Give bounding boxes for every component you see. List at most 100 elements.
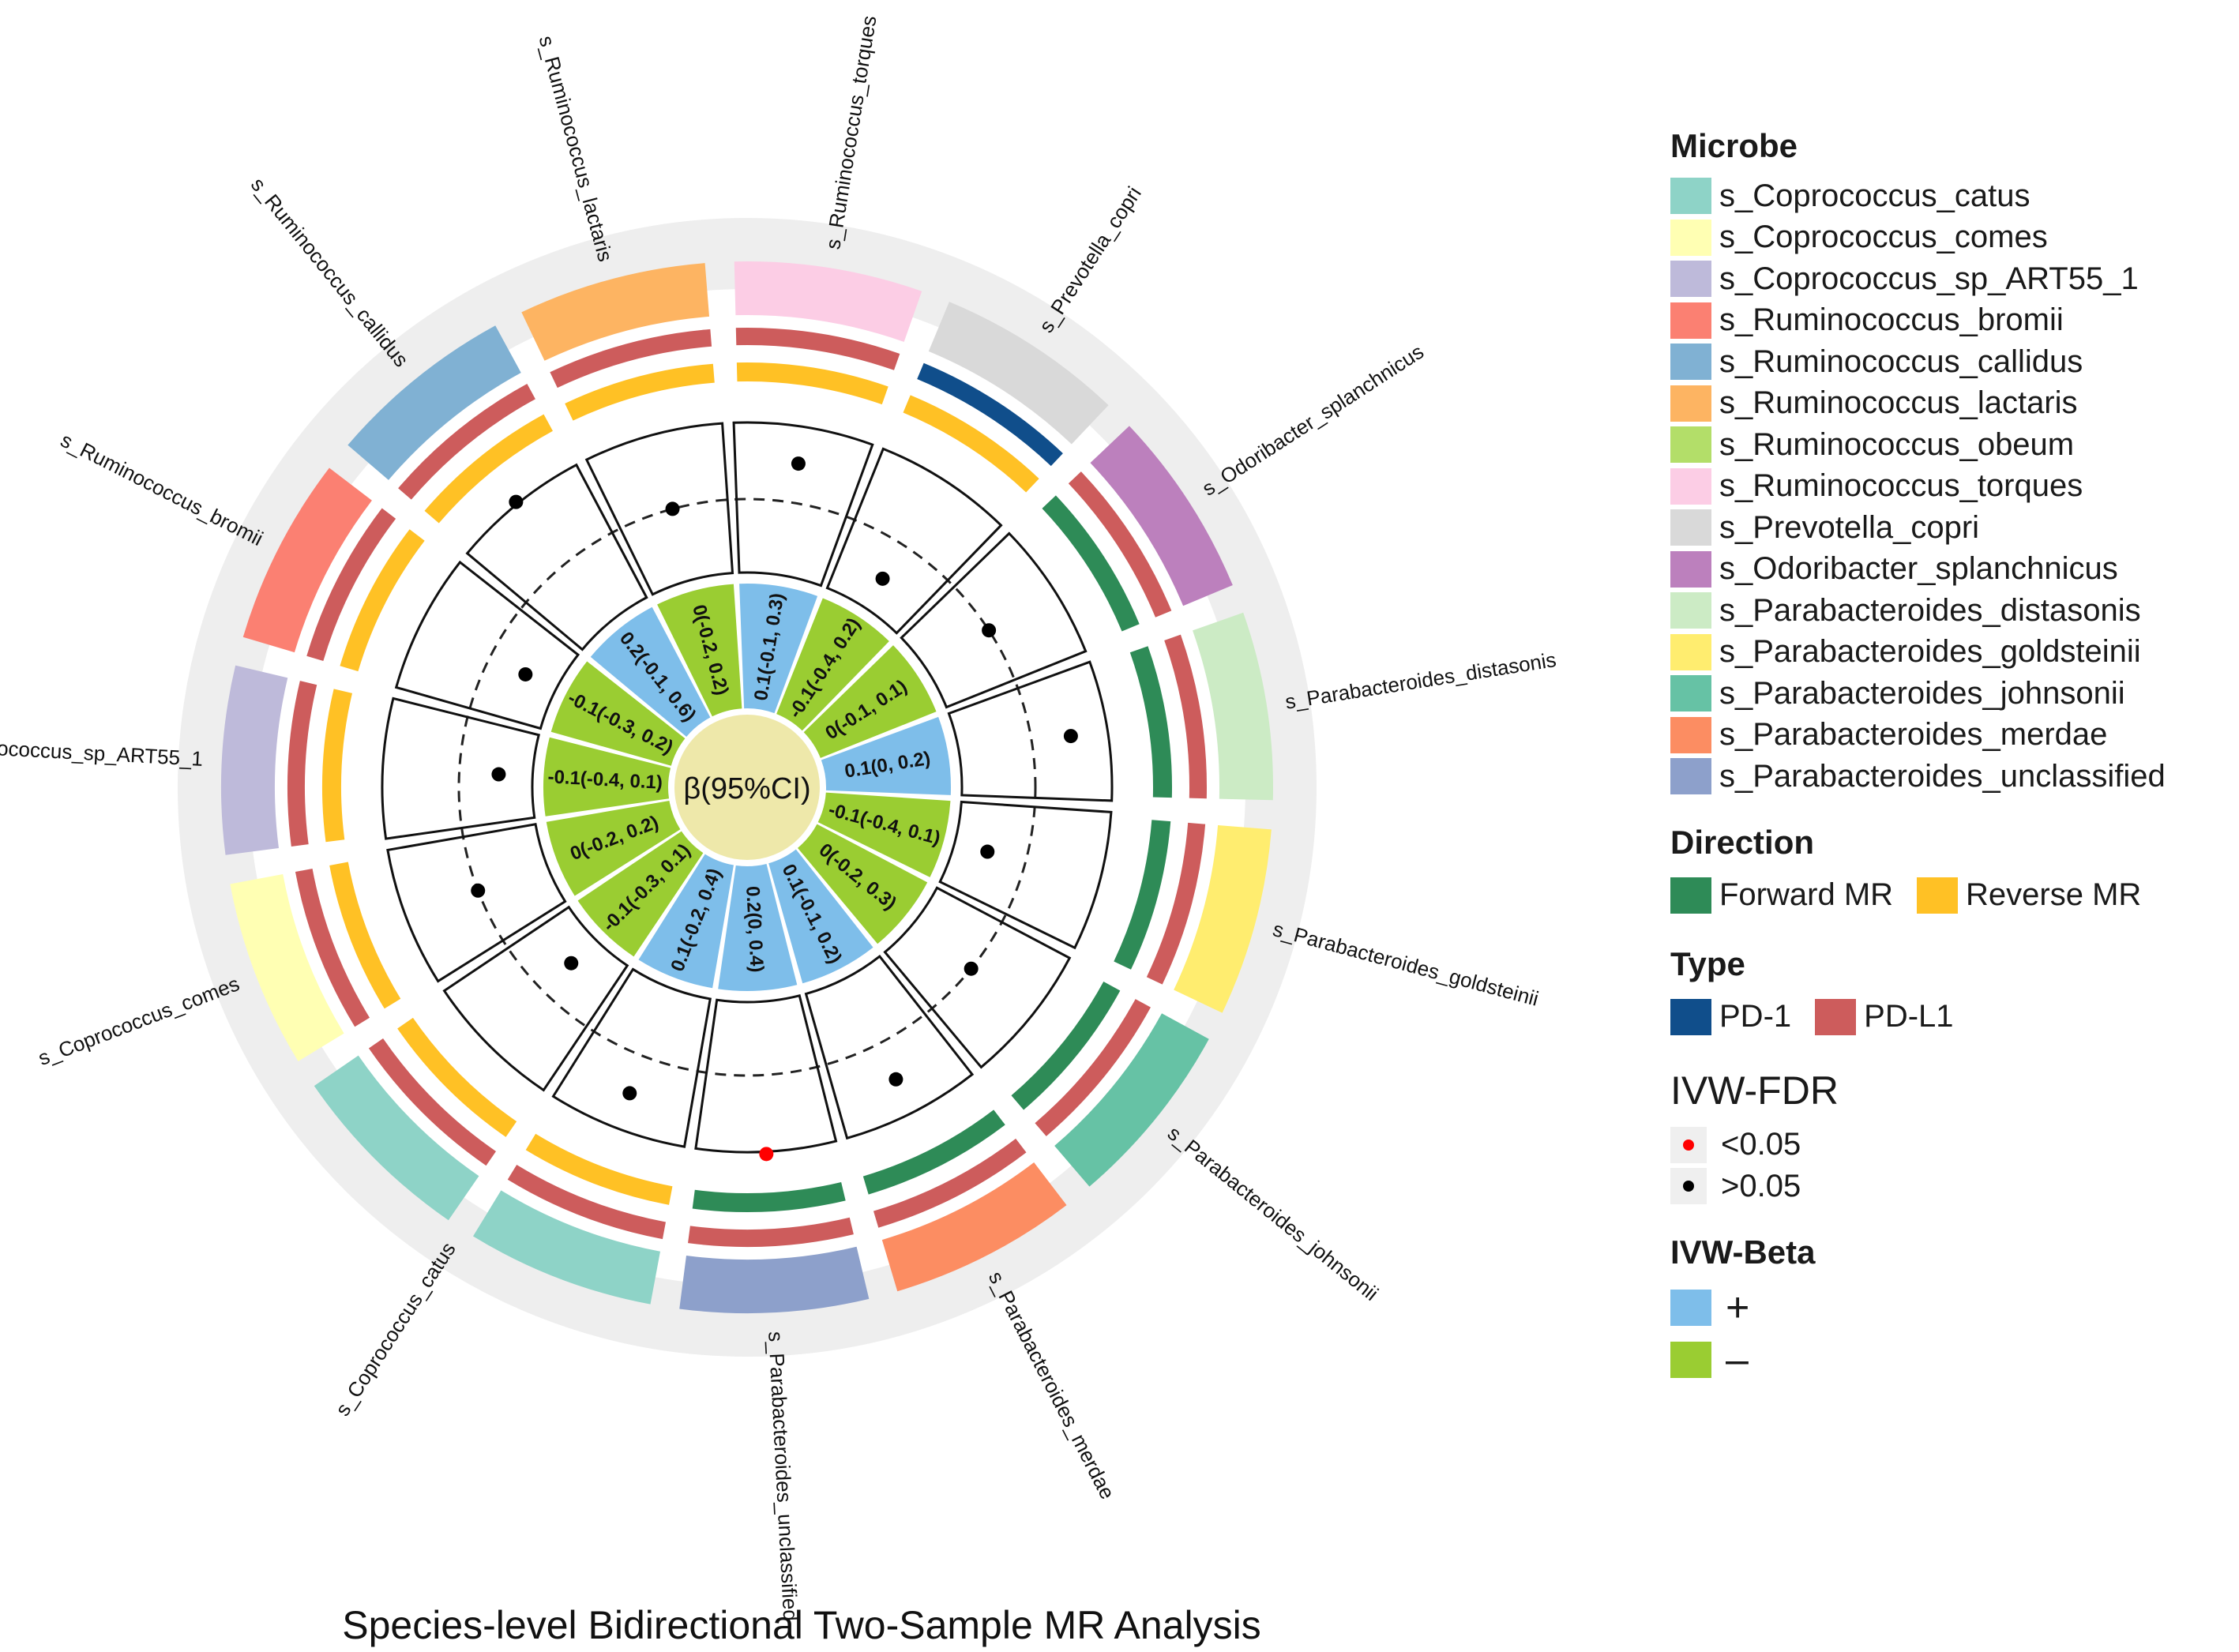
- legend-microbe-item-swatch: [1670, 550, 1711, 588]
- microbe-label: s_Prevotella_copri: [1034, 182, 1146, 337]
- direction-segment: [322, 689, 352, 843]
- fdr-dot: [665, 501, 680, 516]
- fdr-dot: [491, 767, 506, 782]
- microbe-label: s_Parabacteroides_goldsteinii: [1271, 917, 1542, 1011]
- direction-segment: [692, 1182, 846, 1212]
- type-segment: [873, 1138, 1027, 1228]
- fdr-dot: [759, 1147, 774, 1162]
- legend-type-item: PD-L1: [1815, 993, 1954, 1041]
- fdr-cell: [381, 696, 541, 840]
- legend-microbe-item: s_Prevotella_copri: [1670, 507, 2223, 549]
- beta-sector: [739, 584, 818, 714]
- type-segment: [295, 869, 370, 1027]
- chart-title: Species-level Bidirectional Two-Sample M…: [342, 1603, 1260, 1647]
- microbe-segment: [1193, 612, 1273, 801]
- microbe-segment: [928, 302, 1109, 445]
- direction-segment: [424, 414, 553, 524]
- legend-microbe-item-swatch: [1670, 344, 1711, 381]
- legend-microbe-item: s_Ruminococcus_bromii: [1670, 300, 2223, 342]
- fdr-cell: [465, 463, 648, 651]
- fdr-dot: [509, 494, 524, 509]
- legend-beta-title: IVW-Beta: [1670, 1233, 1816, 1271]
- beta-sector: [803, 645, 937, 758]
- microbe-segment: [473, 1190, 660, 1305]
- legend-microbe-item-label: s_Coprococcus_catus: [1719, 178, 2031, 213]
- legend-microbe-item-label: s_Ruminococcus_torques: [1719, 468, 2083, 504]
- legend-type-item-swatch: [1670, 998, 1711, 1035]
- direction-segment: [397, 1017, 517, 1137]
- legend-microbe-item: s_Ruminococcus_lactaris: [1670, 383, 2223, 425]
- fdr-ring: [381, 421, 1114, 1162]
- fdr-dot: [1063, 729, 1078, 744]
- legend-microbe-item-swatch: [1670, 633, 1711, 670]
- microbe-segment: [1054, 1013, 1209, 1187]
- beta-label: 0.2(0, 0.4): [742, 885, 768, 973]
- type-segment: [1146, 822, 1206, 985]
- legend-beta-items: +–: [1670, 1282, 2223, 1386]
- legend-direction-item: Forward MR: [1670, 872, 1893, 919]
- legend-direction-items: Forward MR Reverse MR: [1670, 872, 2223, 919]
- type-segment: [398, 384, 535, 500]
- direction-segment: [1114, 820, 1171, 970]
- microbe-label: s_Coprococcus_comes: [35, 971, 242, 1070]
- fdr-cell: [584, 422, 734, 596]
- legend-microbe-item-swatch: [1670, 758, 1711, 795]
- fdr-dot: [888, 1072, 903, 1087]
- legend-fdr-dot: [1670, 1126, 1707, 1163]
- legend-beta: IVW-Beta +–: [1670, 1233, 2223, 1386]
- microbe-label: s_Parabacteroides_distasonis: [1283, 648, 1557, 714]
- direction-segment: [525, 1133, 673, 1205]
- microbe-segment: [221, 665, 288, 855]
- beta-ring: 0.2(0, 0.4)0.1(-0.2, 0.4)-0.1(-0.3, 0.1)…: [543, 584, 951, 992]
- fdr-cell: [386, 823, 567, 983]
- legend-microbe-item-swatch: [1670, 178, 1711, 215]
- type-segment: [287, 681, 317, 847]
- legend-beta-item-swatch: [1670, 1289, 1711, 1326]
- type-segment: [1164, 634, 1208, 799]
- legend-microbe-item-label: s_Parabacteroides_distasonis: [1719, 592, 2141, 628]
- legend-microbe-item-label: s_Prevotella_copri: [1719, 509, 1980, 545]
- fdr-reference-circle: [457, 497, 1037, 1077]
- microbe-label: s_Parabacteroides_merdae: [984, 1267, 1120, 1503]
- beta-sector: [550, 661, 686, 766]
- legend-microbe-item: s_Parabacteroides_unclassified: [1670, 756, 2223, 798]
- type-segment: [1035, 999, 1151, 1136]
- beta-sector: [776, 598, 889, 731]
- microbe-label: s_Coprococcus_sp_ART55_1: [0, 733, 204, 771]
- direction-segment: [1042, 495, 1140, 632]
- legend-direction-item-label: Reverse MR: [1966, 877, 2142, 912]
- beta-sector: [590, 606, 711, 737]
- microbe-label: s_Ruminococcus_bromii: [57, 428, 267, 550]
- fdr-dot: [564, 956, 579, 971]
- legend-fdr-item: <0.05: [1670, 1124, 2223, 1166]
- legend-microbe-item-label: s_Parabacteroides_unclassified: [1719, 758, 2166, 794]
- legend-direction-item: Reverse MR: [1917, 872, 2141, 919]
- fdr-dot: [875, 571, 890, 586]
- legend-microbe-item-swatch: [1670, 716, 1711, 753]
- direction-ring: [322, 362, 1172, 1212]
- legend-microbe-item-label: s_Coprococcus_comes: [1719, 220, 2048, 255]
- fdr-cell: [442, 905, 629, 1092]
- direction-segment: [862, 1109, 1005, 1195]
- beta-sector: [817, 792, 951, 877]
- fdr-cell: [394, 560, 580, 730]
- legend-microbe-item-swatch: [1670, 219, 1711, 256]
- legend-microbe-item-label: s_Ruminococcus_obeum: [1719, 426, 2075, 462]
- legend-fdr-label: >0.05: [1721, 1168, 1801, 1203]
- fdr-cell: [694, 993, 838, 1154]
- fdr-dot: [791, 456, 806, 471]
- type-segment: [688, 1217, 854, 1247]
- microbe-segment: [314, 1055, 479, 1221]
- legend-microbe-item: s_Odoribacter_splanchnicus: [1670, 549, 2223, 591]
- center-label: β(95%CI): [683, 772, 810, 805]
- legend-microbe-item: s_Parabacteroides_merdae: [1670, 715, 2223, 757]
- legend-beta-item: –: [1670, 1334, 2223, 1386]
- legend-type-item-label: PD-L1: [1864, 999, 1954, 1034]
- beta-sector: [821, 716, 951, 795]
- legend-type-title: Type: [1670, 944, 1745, 982]
- fdr-dot: [518, 666, 533, 681]
- legend-microbe-item-swatch: [1670, 385, 1711, 422]
